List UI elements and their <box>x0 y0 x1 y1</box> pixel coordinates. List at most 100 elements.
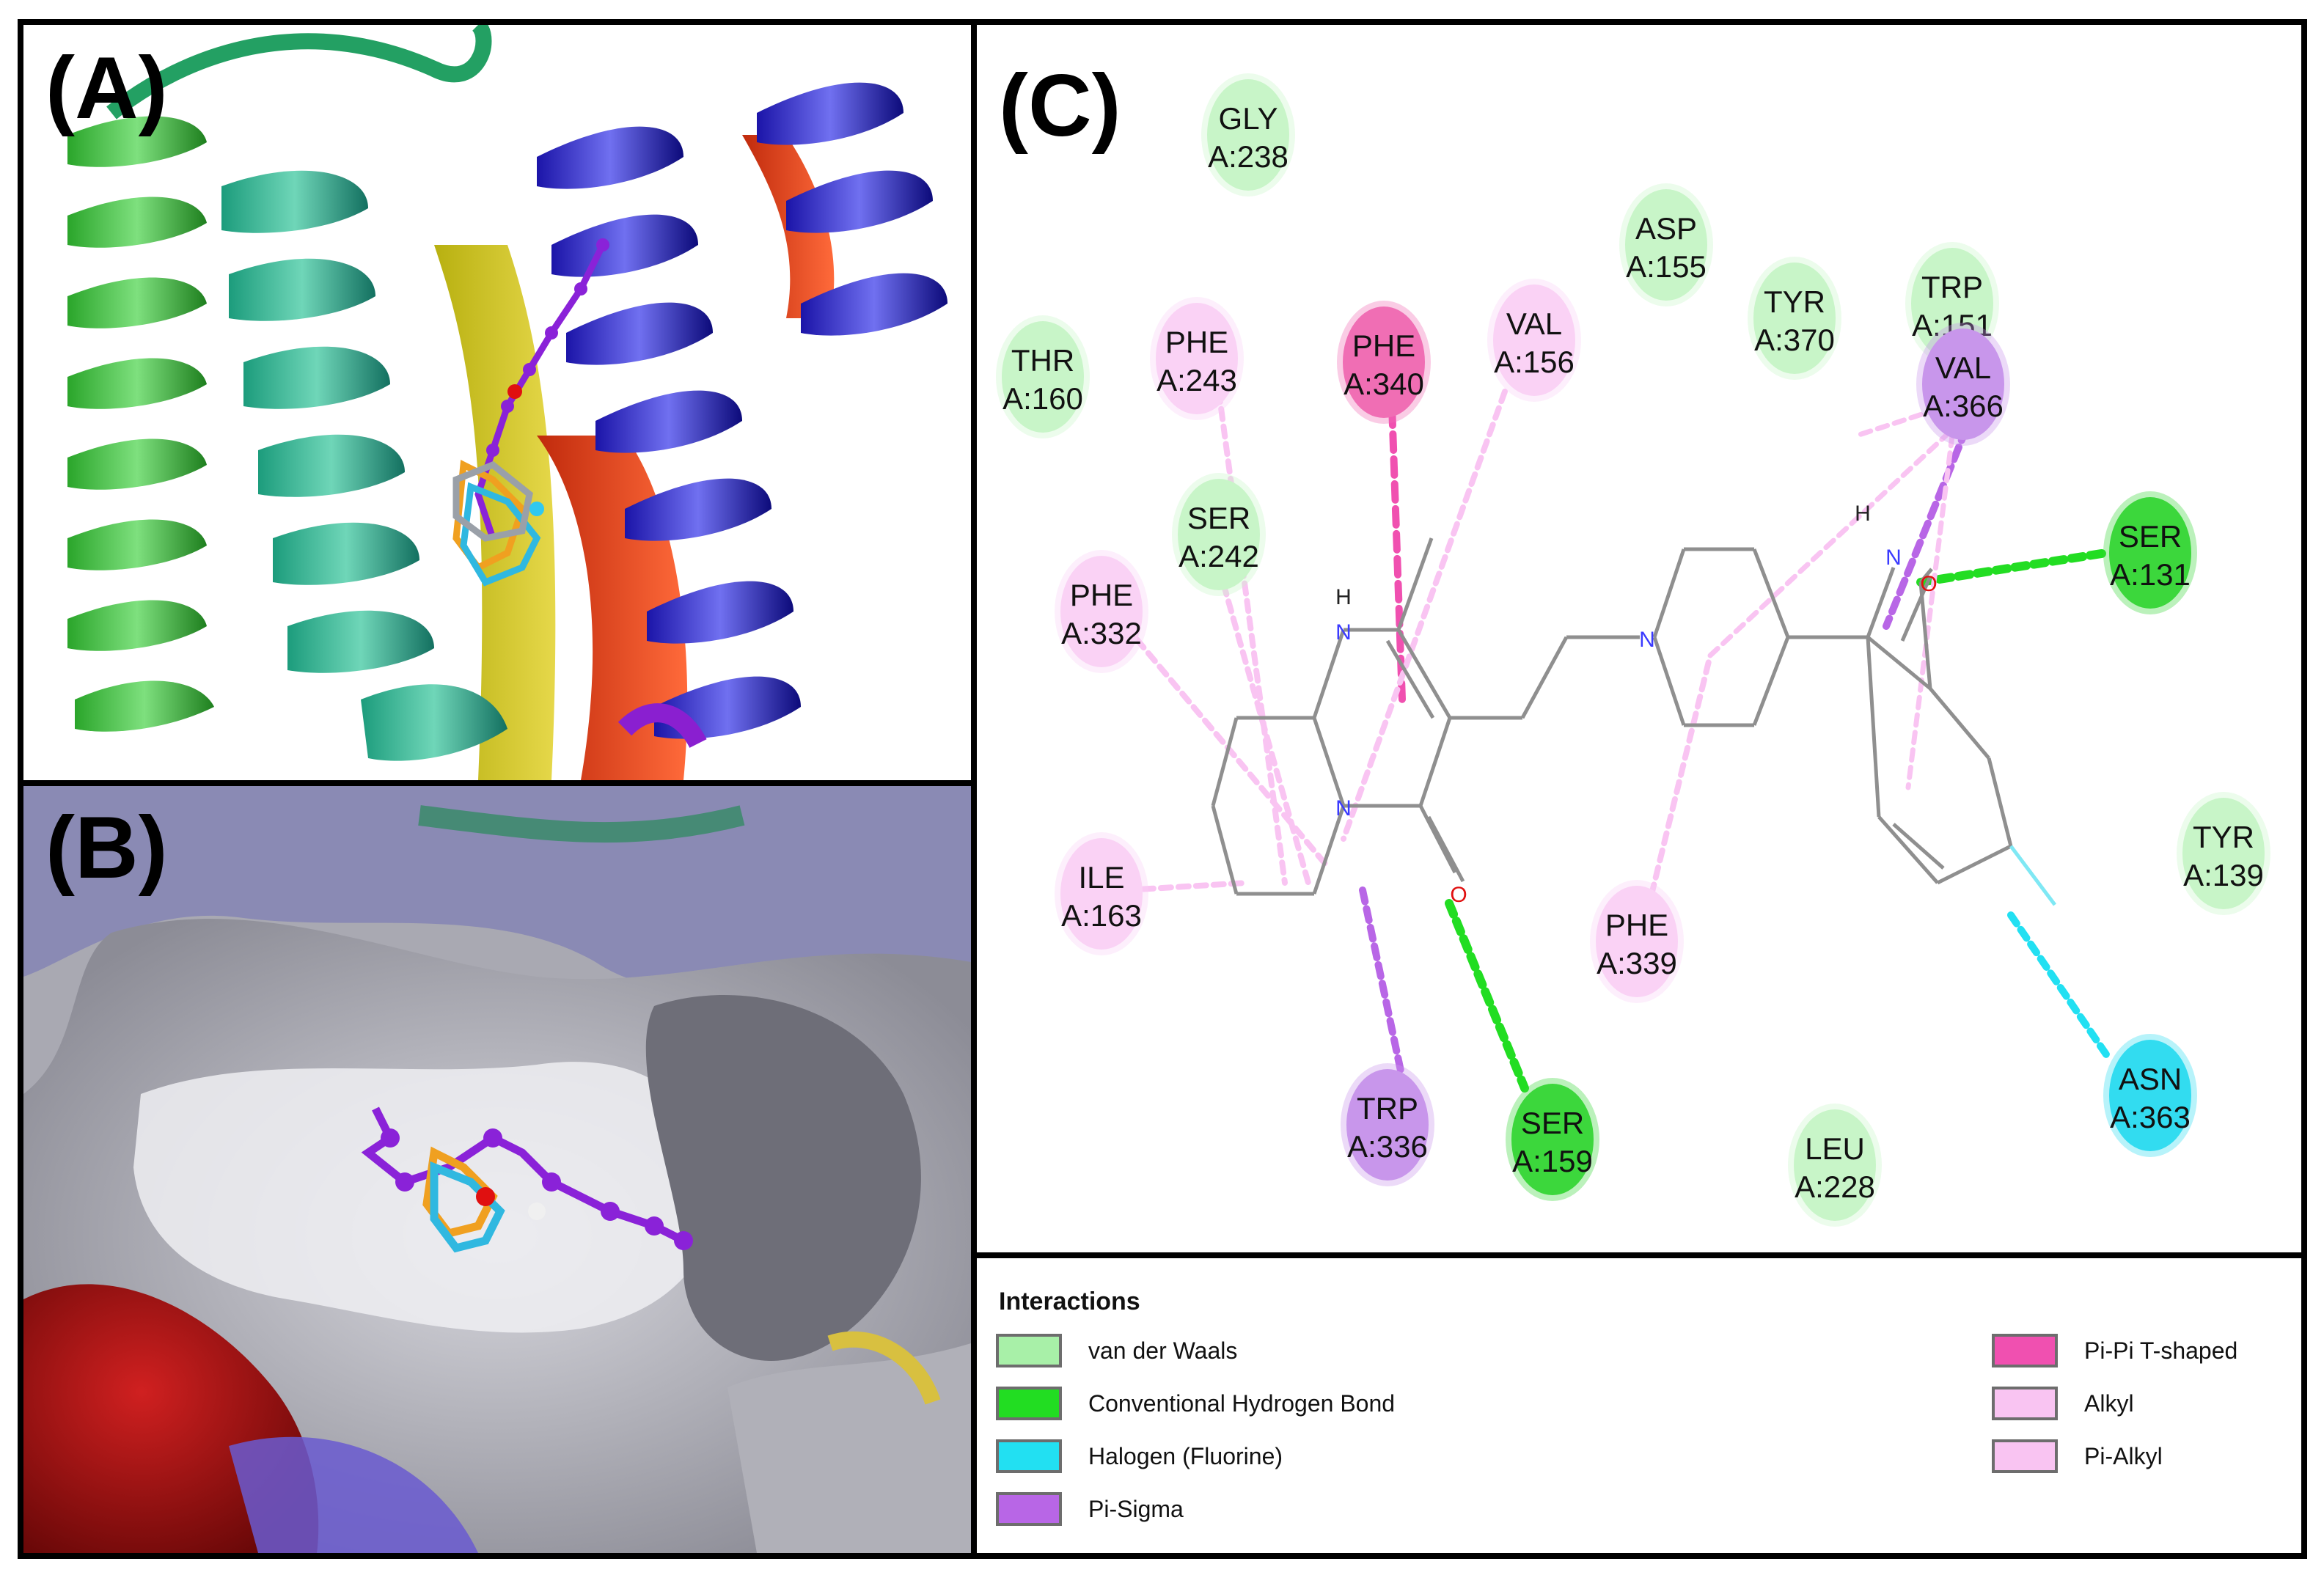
legend-label: Pi-Sigma <box>1088 1495 1184 1522</box>
residue-position: A:159 <box>1512 1144 1593 1178</box>
interaction-line-phe339 <box>1649 653 1713 897</box>
legend-swatch <box>996 1334 1062 1367</box>
atom-label-n-4: N <box>1885 546 1902 570</box>
interaction-line-val156 <box>1341 389 1508 842</box>
residue-position: A:155 <box>1626 249 1707 284</box>
residue-bubble <box>1343 306 1425 418</box>
residue-name: SER <box>2119 519 2182 554</box>
atom-label-o-2: O <box>1920 572 1937 596</box>
legend-item-van-der-waals: van der Waals <box>996 1332 1237 1370</box>
legend-swatch <box>996 1439 1062 1473</box>
residue-bubble <box>1060 838 1143 950</box>
panel-b-label: (B) <box>45 798 168 897</box>
interaction-line-asn363 <box>2007 911 2110 1058</box>
panel-c-label: (C) <box>999 56 1121 155</box>
legend-label: Pi-Alkyl <box>2084 1442 2163 1469</box>
residue-position: A:340 <box>1344 367 1424 401</box>
legend-item-pi-sigma: Pi-Sigma <box>996 1490 1184 1528</box>
residue-position: A:363 <box>2110 1100 2191 1134</box>
protein-ribbon-image <box>23 25 971 780</box>
residue-name: SER <box>1187 501 1250 535</box>
residue-bubble <box>1625 189 1707 301</box>
residue-name: LEU <box>1805 1131 1865 1166</box>
interaction-line-phe339-b <box>1707 406 1977 658</box>
residue-bubble <box>1753 262 1836 374</box>
residue-bubble <box>1178 479 1260 590</box>
residue-name: TYR <box>1764 284 1825 319</box>
residue-ser159: SER A:159 <box>1506 1078 1599 1201</box>
legend-swatch <box>1992 1439 2058 1473</box>
panel-a-label: (A) <box>45 39 168 137</box>
legend-item-halogen-fluorine: Halogen (Fluorine) <box>996 1437 1283 1475</box>
residue-ser242: SER A:242 <box>1172 473 1266 596</box>
legend-label: Conventional Hydrogen Bond <box>1088 1389 1396 1417</box>
residue-name: TRP <box>1921 270 1983 304</box>
legend-label: van der Waals <box>1088 1337 1238 1364</box>
interaction-line-val366-b <box>1854 406 1940 438</box>
interaction-diagram-svg: H N N O N H N O GLYA:238ASPA:155TYRA:370… <box>977 25 2301 1252</box>
legend-item-alkyl: Alkyl <box>1992 1384 2134 1422</box>
legend-swatch <box>996 1387 1062 1420</box>
residue-position: A:370 <box>1754 323 1835 357</box>
residue-bubble <box>1922 328 2004 440</box>
interactions-legend: Interactions van der Waals Conventional … <box>971 1252 2307 1559</box>
residue-val366: VAL A:366 <box>1916 323 2010 446</box>
residue-position: A:163 <box>1061 898 1142 933</box>
interaction-line-ile163 <box>1123 880 1250 893</box>
residue-name: PHE <box>1070 578 1133 612</box>
residue-name: VAL <box>1935 350 1991 385</box>
interaction-line-phe340 <box>1388 381 1406 703</box>
residue-bubble <box>1207 79 1289 191</box>
atom-label-n-3: N <box>1639 628 1655 652</box>
interaction-line-trp151 <box>1905 433 1955 790</box>
residue-name: TRP <box>1357 1091 1418 1126</box>
legend-label: Alkyl <box>2084 1389 2134 1417</box>
residue-position: A:238 <box>1208 139 1289 174</box>
residue-position: A:243 <box>1156 363 1237 397</box>
residue-bubble <box>1493 284 1575 396</box>
residue-bubble <box>1794 1109 1876 1221</box>
residue-position: A:366 <box>1923 389 2004 423</box>
binding-pocket-surface-image <box>23 786 971 1553</box>
ligand-structure <box>1211 537 2056 906</box>
legend-item-conventional-hydrogen-bond: Conventional Hydrogen Bond <box>996 1384 1395 1422</box>
interaction-line-ser242 <box>1216 565 1311 886</box>
legend-item-pi-alkyl: Pi-Alkyl <box>1992 1437 2163 1475</box>
residue-name: SER <box>1521 1106 1584 1140</box>
residue-name: VAL <box>1506 306 1562 341</box>
residue-tyr370: TYR A:370 <box>1748 257 1841 380</box>
residue-name: PHE <box>1165 325 1228 359</box>
residue-position: A:336 <box>1347 1129 1428 1164</box>
residue-name: ILE <box>1078 860 1124 895</box>
residue-position: A:332 <box>1061 616 1142 650</box>
legend-title: Interactions <box>999 1288 1140 1315</box>
residue-bubble <box>2109 1040 2191 1151</box>
interaction-line-phe243 <box>1216 389 1288 886</box>
panel-a-protein-ribbon: (A) <box>18 19 977 786</box>
atom-label-h-2: H <box>1855 502 1871 526</box>
residue-position: A:242 <box>1179 539 1259 573</box>
residue-position: A:139 <box>2183 858 2264 892</box>
interaction-line-trp336 <box>1359 886 1408 1092</box>
residue-phe243: PHE A:243 <box>1150 297 1244 420</box>
legend-label: Pi-Pi T-shaped <box>2084 1337 2238 1364</box>
residue-name: THR <box>1011 343 1074 378</box>
residue-name: PHE <box>1605 908 1668 942</box>
residue-name: ASN <box>2119 1062 2182 1096</box>
residue-name: ASP <box>1635 211 1697 246</box>
residue-bubble <box>1060 556 1143 667</box>
residue-bubble <box>1511 1084 1594 1195</box>
atom-label-o-1: O <box>1450 883 1467 907</box>
residue-bubble <box>1596 886 1678 997</box>
interaction-line-ser131 <box>1916 548 2111 587</box>
